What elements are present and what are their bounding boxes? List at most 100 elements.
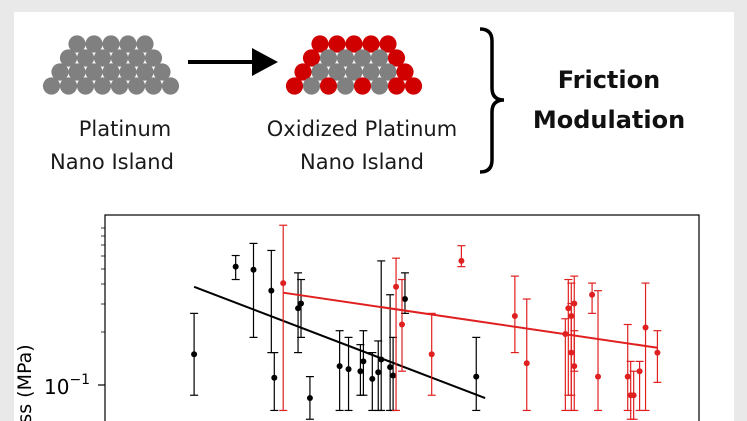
black-data-point	[345, 366, 352, 373]
red-data-point	[589, 291, 596, 298]
platinum-atom	[119, 35, 137, 53]
y-tick-label: 10−1	[44, 372, 90, 399]
oxidized-atom	[387, 77, 406, 95]
black-data-point	[375, 369, 382, 376]
black-data-point	[473, 373, 480, 380]
red-data-point	[565, 305, 572, 312]
plot-marks	[190, 224, 662, 420]
platinum-atom	[110, 49, 129, 67]
oxidized-atom	[396, 63, 414, 81]
red-data-point	[428, 351, 435, 358]
platinum-atom	[153, 63, 171, 81]
oxidized-atom	[353, 49, 372, 67]
black-data-point	[401, 296, 408, 303]
red-data-point	[523, 360, 530, 367]
platinum-atom	[76, 49, 95, 67]
platinum-atom	[119, 63, 137, 81]
platinum-atom	[85, 35, 103, 53]
red-data-point	[595, 373, 602, 380]
black-data-point	[390, 372, 397, 379]
oxidized-platinum-nano-island	[285, 35, 423, 95]
red-fit-line	[283, 291, 658, 349]
platinum-nano-island	[42, 35, 180, 95]
platinum-label-line1: Platinum	[79, 117, 172, 141]
red-data-point	[562, 330, 569, 337]
platinum-atom	[76, 77, 95, 95]
oxidized-atom	[387, 49, 406, 67]
red-data-point	[458, 257, 465, 264]
black-data-point	[295, 305, 302, 312]
oxidized-atom	[404, 77, 423, 95]
red-data-point	[568, 349, 575, 356]
oxidized-atom	[294, 63, 312, 81]
y-tick-exponent: −1	[69, 372, 90, 388]
oxidized-atom	[379, 35, 397, 53]
black-data-point	[336, 363, 343, 370]
y-tick-base: 10	[44, 375, 69, 399]
oxidized-label-line2: Nano Island	[300, 150, 424, 174]
red-data-point	[624, 373, 631, 380]
arrow-icon	[188, 48, 278, 76]
oxidized-atom	[302, 77, 321, 95]
oxidized-atom	[336, 77, 355, 95]
red-data-point	[393, 283, 400, 290]
black-data-point	[387, 364, 394, 371]
oxidized-label-line1: Oxidized Platinum	[267, 117, 457, 141]
red-data-point	[399, 321, 405, 328]
black-data-point	[271, 374, 278, 381]
oxidized-atom	[328, 63, 346, 81]
black-data-point	[357, 368, 364, 375]
red-data-point	[571, 363, 578, 370]
red-data-point	[630, 392, 637, 399]
oxidized-atom	[285, 77, 304, 95]
y-axis-label: ss (MPa)	[14, 344, 36, 421]
black-data-point	[378, 356, 385, 363]
platinum-atom	[136, 35, 154, 53]
platinum-atom	[127, 49, 146, 67]
black-data-point	[369, 375, 376, 382]
platinum-atom	[68, 35, 86, 53]
platinum-atom	[93, 77, 112, 95]
black-data-point	[232, 263, 239, 270]
black-data-point	[191, 351, 198, 358]
black-data-point	[360, 358, 367, 365]
red-data-point	[280, 280, 287, 287]
platinum-atom	[144, 49, 163, 67]
figure-panel: Platinum Nano Island Oxidized Platinum N…	[14, 12, 734, 421]
oxidized-atom	[336, 49, 355, 67]
black-data-point	[306, 395, 313, 402]
modulation-label: Modulation	[533, 106, 685, 134]
platinum-atom	[127, 77, 146, 95]
black-data-point	[268, 287, 275, 294]
oxidized-atom	[362, 63, 380, 81]
oxidized-atom	[379, 63, 397, 81]
platinum-atom	[68, 63, 86, 81]
platinum-atom	[110, 77, 129, 95]
oxidized-atom	[362, 35, 380, 53]
oxidized-atom	[328, 35, 346, 53]
platinum-atom	[42, 77, 61, 95]
oxidized-atom	[345, 35, 363, 53]
red-data-point	[511, 313, 518, 320]
platinum-atom	[93, 49, 112, 67]
black-data-point	[298, 300, 305, 307]
platinum-atom	[51, 63, 69, 81]
platinum-atom	[59, 49, 78, 67]
oxidized-atom	[353, 77, 372, 95]
y-axis	[98, 227, 105, 386]
red-data-point	[636, 368, 643, 375]
red-data-point	[571, 300, 578, 307]
platinum-atom	[59, 77, 78, 95]
platinum-atom	[102, 35, 120, 53]
platinum-atom	[136, 63, 154, 81]
plot-frame	[104, 214, 700, 421]
oxidized-atom	[370, 49, 389, 67]
oxidized-atom	[319, 77, 338, 95]
platinum-label-line2: Nano Island	[50, 150, 174, 174]
red-data-point	[654, 349, 661, 356]
oxidized-atom	[302, 49, 321, 67]
platinum-atom	[102, 63, 120, 81]
oxidized-atom	[345, 63, 363, 81]
platinum-atom	[144, 77, 163, 95]
platinum-atom	[85, 63, 103, 81]
